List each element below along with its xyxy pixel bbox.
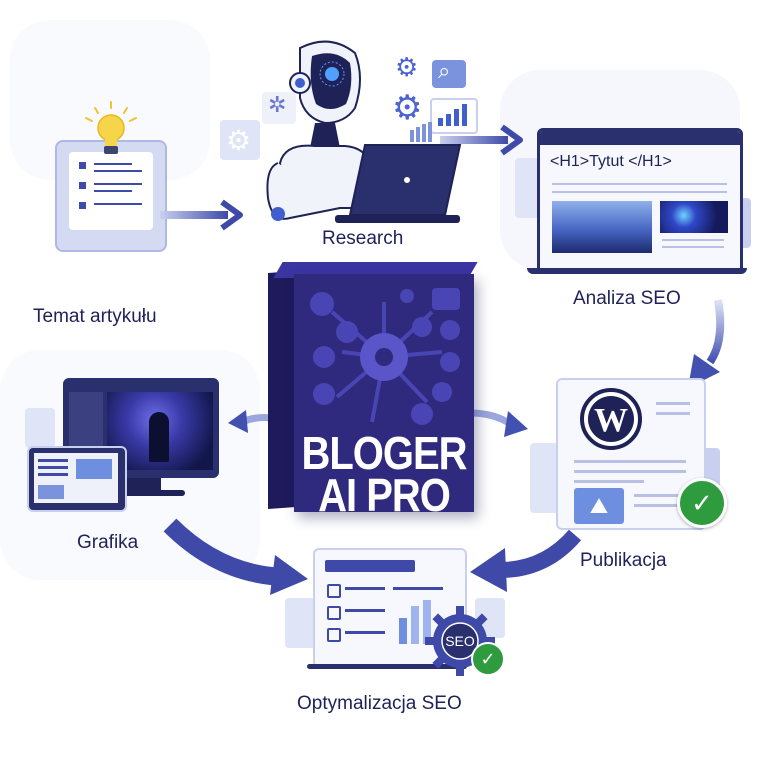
bar-chart-icon <box>399 600 431 644</box>
gear-icon: ⚙ <box>392 89 423 127</box>
laptop-icon <box>335 144 462 223</box>
arrow-research-to-analysis <box>440 124 523 156</box>
checkbox-icon <box>327 584 341 598</box>
step-topic <box>55 101 167 252</box>
gear-tile <box>220 120 260 160</box>
arrow-graphics-to-optimization <box>163 518 308 595</box>
text-line <box>634 494 684 497</box>
tablet <box>27 446 127 512</box>
step-seo-optimization: SEO ✓ <box>285 548 515 678</box>
text-line <box>656 412 690 415</box>
browser-heading: <H1>Tytut </H1> <box>550 153 672 170</box>
text-line <box>345 631 385 634</box>
step-label-seo-optimization: Optymalizacja SEO <box>297 693 462 714</box>
bar-chart-icon <box>410 122 432 142</box>
text-line <box>662 246 724 248</box>
gear-icon: ⚙ <box>395 52 419 82</box>
text-line <box>634 504 684 507</box>
monitor-base <box>105 490 185 496</box>
text-line <box>94 203 142 205</box>
text-line <box>574 470 686 473</box>
search-tile <box>432 60 466 88</box>
bar-chart-icon <box>438 104 467 126</box>
browser-titlebar <box>540 131 740 145</box>
step-label-seo-analysis: Analiza SEO <box>573 288 681 309</box>
step-publish: W ⛰ ✓ <box>520 378 740 538</box>
arrow-publish-to-optimization <box>470 529 582 592</box>
checkbox-icon <box>327 606 341 620</box>
text-line <box>656 402 690 405</box>
space-image <box>660 201 728 233</box>
bullet <box>79 182 86 189</box>
step-seo-analysis: <H1>Tytut </H1> <box>515 128 755 283</box>
text-line <box>662 239 724 241</box>
arrow-box-to-publish <box>469 409 528 437</box>
figure-silhouette <box>149 412 169 462</box>
monitor-stand <box>121 478 161 492</box>
check-badge-icon: ✓ <box>471 642 505 676</box>
step-label-research: Research <box>322 228 404 249</box>
gear-icon: ⚙ <box>226 125 252 156</box>
text-line <box>552 191 727 193</box>
step-label-topic: Temat artykułu <box>33 306 157 327</box>
svg-text:W: W <box>594 402 628 439</box>
text-line <box>94 163 132 165</box>
product-box: BLOGER AI PRO <box>268 262 480 521</box>
text-line <box>574 460 686 463</box>
lightbulb-icon <box>85 101 137 154</box>
bullet <box>79 202 86 209</box>
wordpress-document: W ⛰ <box>556 378 706 530</box>
product-box-side <box>268 271 296 509</box>
product-title-line2: AI PRO <box>318 470 451 522</box>
document-base <box>307 664 467 669</box>
product-title-line1: BLOGER <box>301 428 467 480</box>
text-line <box>94 183 142 185</box>
check-badge-icon: ✓ <box>677 478 727 528</box>
wordpress-icon: W <box>580 388 642 450</box>
text-line <box>38 459 68 462</box>
city-image <box>552 201 652 253</box>
tablet-screen <box>34 453 118 503</box>
step-label-graphics: Grafika <box>77 532 139 553</box>
image-placeholder-icon: ⛰ <box>574 488 624 524</box>
laptop-base <box>527 268 747 274</box>
browser-window: <H1>Tytut </H1> <box>537 128 743 274</box>
seo-badge-text: SEO <box>445 633 475 649</box>
text-line <box>552 183 727 185</box>
checklist-document <box>313 548 467 668</box>
doc-header-bar <box>325 560 415 572</box>
checkbox-icon <box>327 628 341 642</box>
text-line <box>393 587 443 590</box>
atom-tile <box>262 92 296 124</box>
text-line <box>94 170 142 172</box>
atom-icon: ✲ <box>268 92 287 117</box>
background-panel <box>530 443 560 513</box>
chart-thumb <box>76 459 112 479</box>
step-research: ⚙ ✲ ⚙ ⚙ ⌕ <box>220 30 500 230</box>
circuit-pattern-icon <box>310 288 460 425</box>
step-label-publish: Publikacja <box>580 550 667 571</box>
text-line <box>38 473 68 476</box>
document-sheet <box>69 152 153 230</box>
text-line <box>345 609 385 612</box>
text-line <box>38 466 68 469</box>
search-icon: ⌕ <box>438 58 451 83</box>
text-line <box>94 190 132 192</box>
robot-icon <box>266 40 374 221</box>
product-box-front: BLOGER AI PRO <box>294 274 474 521</box>
text-line <box>574 480 644 483</box>
arrow-topic-to-research <box>160 199 243 231</box>
step-graphics <box>25 378 225 518</box>
thumb-block <box>38 485 64 499</box>
background-panel <box>285 598 315 648</box>
bullet <box>79 162 86 169</box>
text-line <box>345 587 385 590</box>
background-panel <box>25 408 55 448</box>
